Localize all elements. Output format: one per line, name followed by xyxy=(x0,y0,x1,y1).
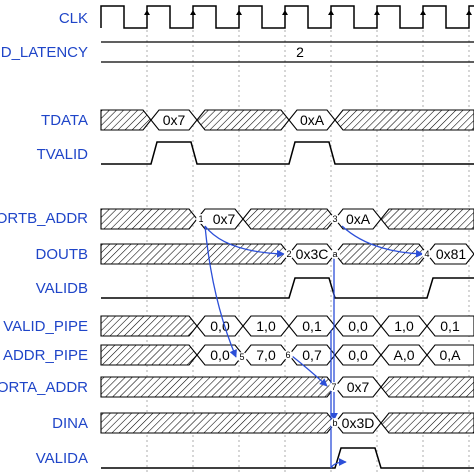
addr-pipe-value-4: 0,0 xyxy=(348,347,368,363)
doutb-value-1: 0x3C xyxy=(296,246,329,262)
addr-pipe-value-6: 0,A xyxy=(439,347,461,363)
portb-addr-value-2: 0xA xyxy=(346,211,371,227)
marker-5: 5 xyxy=(239,352,244,362)
marker-7: 7 xyxy=(331,382,336,392)
marker-b: b xyxy=(332,418,337,428)
signal-labels: CLK D_LATENCY TDATA TVALID ORTB_ADDR DOU… xyxy=(0,10,88,467)
marker-6: 6 xyxy=(285,350,290,360)
clk-wave xyxy=(100,5,474,29)
label-tdata: TDATA xyxy=(41,112,88,129)
valid-pipe-value-5: 1,0 xyxy=(394,318,414,334)
label-clk: CLK xyxy=(59,10,88,27)
label-valid-pipe: VALID_PIPE xyxy=(3,318,88,335)
valid-pipe-bus xyxy=(100,315,474,337)
valid-pipe-value-1: 0,0 xyxy=(210,318,230,334)
marker-a: a xyxy=(332,249,337,259)
dependency-arrows xyxy=(204,225,424,469)
portb-addr-value-1: 0x7 xyxy=(213,211,236,227)
tvalid-wave xyxy=(101,141,474,165)
portb-addr-bus xyxy=(100,208,474,230)
porta-addr-bus xyxy=(100,376,474,398)
porta-addr-value-1: 0x7 xyxy=(347,379,370,395)
valida-wave xyxy=(101,447,474,469)
label-tvalid: TVALID xyxy=(37,146,89,163)
valid-pipe-value-6: 0,1 xyxy=(440,318,460,334)
marker-2: 2 xyxy=(286,249,291,259)
label-validb: VALIDB xyxy=(36,280,88,297)
valid-pipe-value-2: 1,0 xyxy=(256,318,276,334)
label-addr-pipe: ADDR_PIPE xyxy=(3,347,88,364)
dina-bus xyxy=(100,412,474,434)
label-valida: VALIDA xyxy=(36,450,88,467)
marker-3: 3 xyxy=(332,214,337,224)
label-doutb: DOUTB xyxy=(36,246,89,263)
addr-pipe-value-2: 7,0 xyxy=(256,347,276,363)
marker-1: 1 xyxy=(198,214,203,224)
addr-pipe-value-1: 0,0 xyxy=(210,347,230,363)
latency-value: 2 xyxy=(296,44,304,60)
valid-pipe-value-4: 0,0 xyxy=(348,318,368,334)
dina-value-1: 0x3D xyxy=(342,415,375,431)
latency-bus: 2 xyxy=(101,41,474,63)
tdata-value-2: 0xA xyxy=(300,112,325,128)
tdata-bus xyxy=(100,109,474,131)
markers: 1 2 3 4 5 6 7 a b xyxy=(196,214,432,428)
label-porta-addr: ORTA_ADDR xyxy=(0,379,88,396)
validb-wave xyxy=(101,277,474,299)
doutb-value-2: 0x81 xyxy=(436,246,467,262)
label-dina: DINA xyxy=(52,415,88,432)
valid-pipe-value-3: 0,1 xyxy=(302,318,322,334)
doutb-bus xyxy=(100,243,474,265)
label-latency: D_LATENCY xyxy=(1,44,88,61)
addr-pipe-value-3: 0,7 xyxy=(302,347,322,363)
addr-pipe-value-5: A,0 xyxy=(393,347,414,363)
marker-4: 4 xyxy=(424,249,429,259)
edge-gridlines xyxy=(146,20,470,474)
tdata-value-1: 0x7 xyxy=(163,112,186,128)
label-portb-addr: ORTB_ADDR xyxy=(0,210,88,227)
